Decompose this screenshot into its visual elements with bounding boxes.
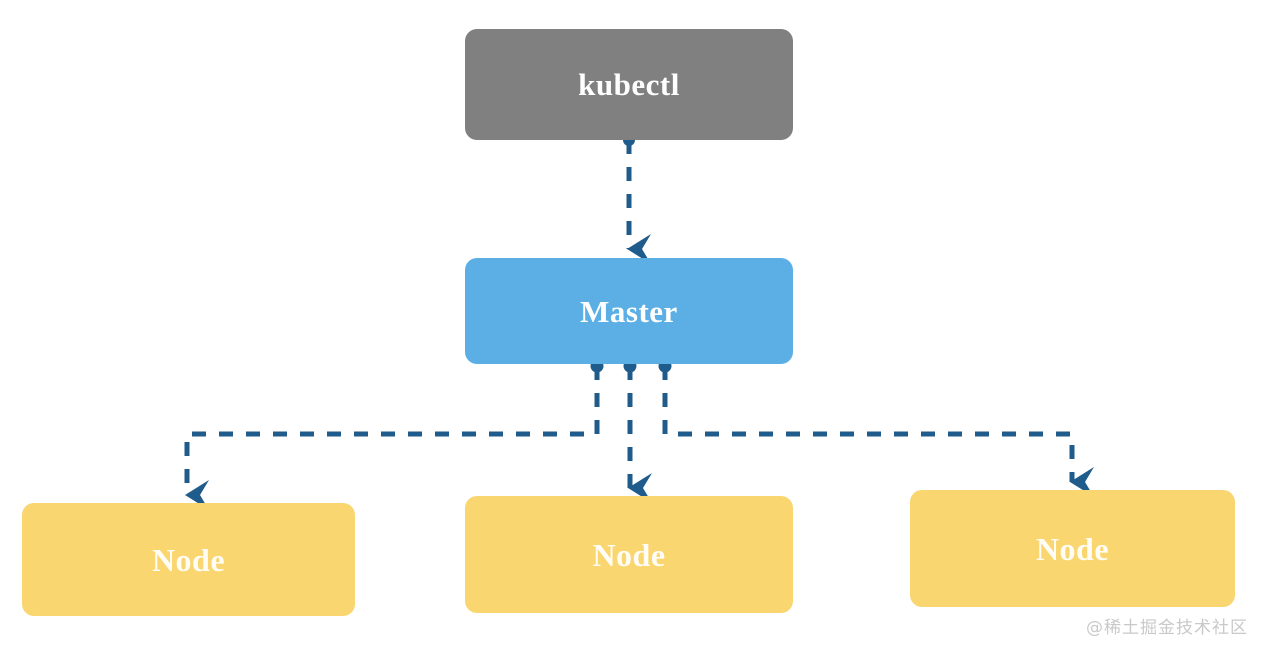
node-label-worker-3: Node bbox=[1035, 530, 1110, 567]
node-label-master: Master bbox=[580, 293, 678, 329]
node-label-worker-2: Node bbox=[592, 536, 666, 573]
edge-path bbox=[662, 366, 1094, 497]
node-box-master[interactable]: Master bbox=[465, 258, 793, 364]
edge-kubectl-master bbox=[623, 134, 651, 264]
edge-master-node-3 bbox=[658, 359, 1094, 497]
edge-path bbox=[184, 366, 600, 510]
node-box-worker-1[interactable]: Node bbox=[22, 503, 355, 616]
node-box-worker-2[interactable]: Node bbox=[465, 496, 793, 613]
edge-master-node-2 bbox=[623, 359, 652, 503]
node-label-kubectl: kubectl bbox=[578, 67, 680, 102]
edge-master-node-1 bbox=[184, 359, 604, 510]
node-label-worker-1: Node bbox=[151, 541, 226, 578]
node-box-kubectl[interactable]: kubectl bbox=[465, 29, 793, 140]
watermark: @稀土掘金技术社区 bbox=[1086, 618, 1248, 638]
node-box-worker-3[interactable]: Node bbox=[910, 490, 1235, 607]
